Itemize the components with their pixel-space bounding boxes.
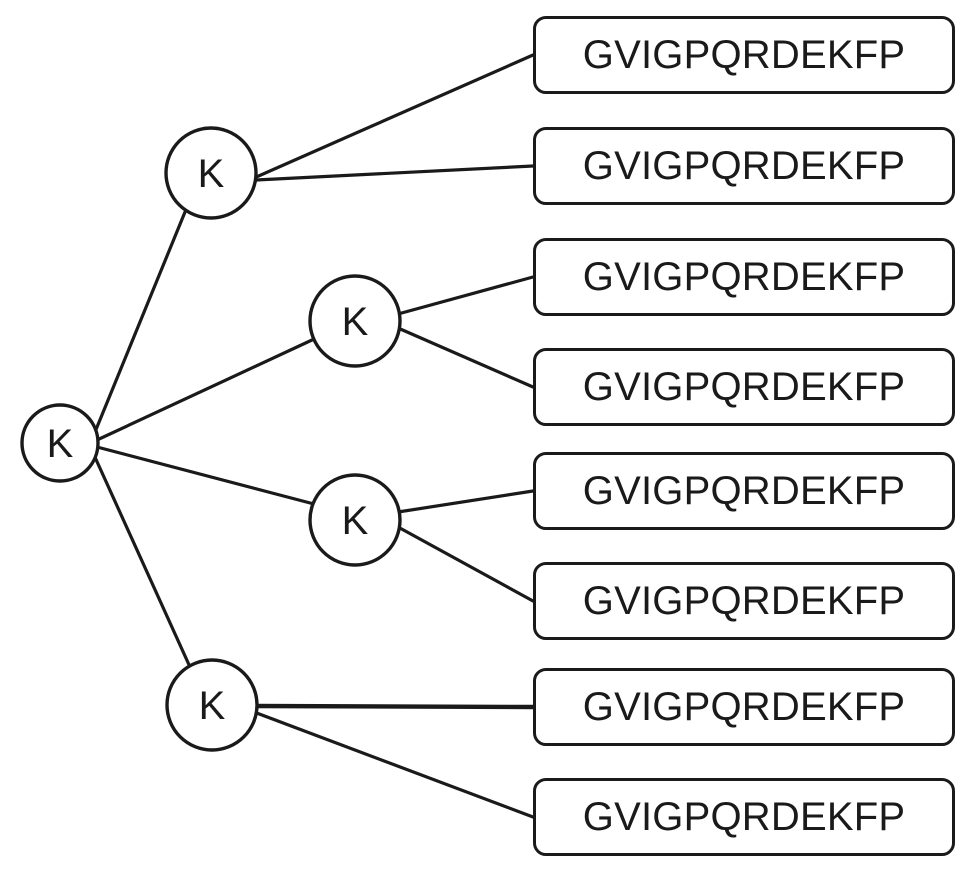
edge-branch-4-to-box-7 [252,703,536,710]
edge-root-to-branch-1 [93,210,187,434]
edge-root-to-branch-4 [92,453,192,669]
sequence-box-7[interactable]: GVIGPQRDEKFP [533,668,955,746]
branch-node-1[interactable]: K [164,126,258,220]
sequence-box-3-text: GVIGPQRDEKFP [582,255,906,299]
branch-node-4[interactable]: K [165,658,259,752]
root-node[interactable]: K [20,403,100,483]
sequence-box-5-text: GVIGPQRDEKFP [582,469,906,513]
branch-node-3-label: K [342,499,369,543]
sequence-box-8-text: GVIGPQRDEKFP [582,795,906,839]
edge-root-to-branch-3 [95,445,316,506]
branch-node-1-circle [164,126,258,220]
branch-node-2[interactable]: K [308,274,402,368]
branch-node-1-label: K [198,152,225,196]
branch-node-4-label: K [199,684,226,728]
root-node-circle [20,403,100,483]
sequence-box-7-text: GVIGPQRDEKFP [582,685,906,729]
edge-root-to-branch-2 [95,338,314,442]
sequence-box-3[interactable]: GVIGPQRDEKFP [533,238,955,316]
sequence-box-8[interactable]: GVIGPQRDEKFP [533,778,955,856]
branch-node-3[interactable]: K [308,473,402,567]
sequence-box-1-text: GVIGPQRDEKFP [582,33,906,77]
sequence-box-2[interactable]: GVIGPQRDEKFP [533,127,955,205]
sequence-box-4[interactable]: GVIGPQRDEKFP [533,348,955,426]
edge-branch-3-to-box-5 [396,489,535,514]
edge-branch-3-to-box-6 [396,525,535,603]
branch-node-2-label: K [342,300,369,344]
sequence-box-1[interactable]: GVIGPQRDEKFP [533,16,955,94]
edge-branch-1-to-box-1 [252,53,535,180]
sequence-box-6[interactable]: GVIGPQRDEKFP [533,562,955,640]
nodes-group: K K K K K [20,126,402,752]
branch-node-2-circle [308,274,402,368]
root-node-label: K [47,422,74,466]
edges-group [92,53,536,819]
sequence-box-5[interactable]: GVIGPQRDEKFP [533,452,955,530]
branch-node-4-circle [165,658,259,752]
edge-branch-1-to-box-2 [254,164,535,182]
branch-node-3-circle [308,473,402,567]
edge-branch-4-to-box-8 [252,710,535,819]
sequence-box-6-text: GVIGPQRDEKFP [582,579,906,623]
edge-branch-2-to-box-3 [396,275,535,316]
edge-branch-2-to-box-4 [396,326,535,389]
sequence-box-4-text: GVIGPQRDEKFP [582,365,906,409]
sequence-box-2-text: GVIGPQRDEKFP [582,144,906,188]
